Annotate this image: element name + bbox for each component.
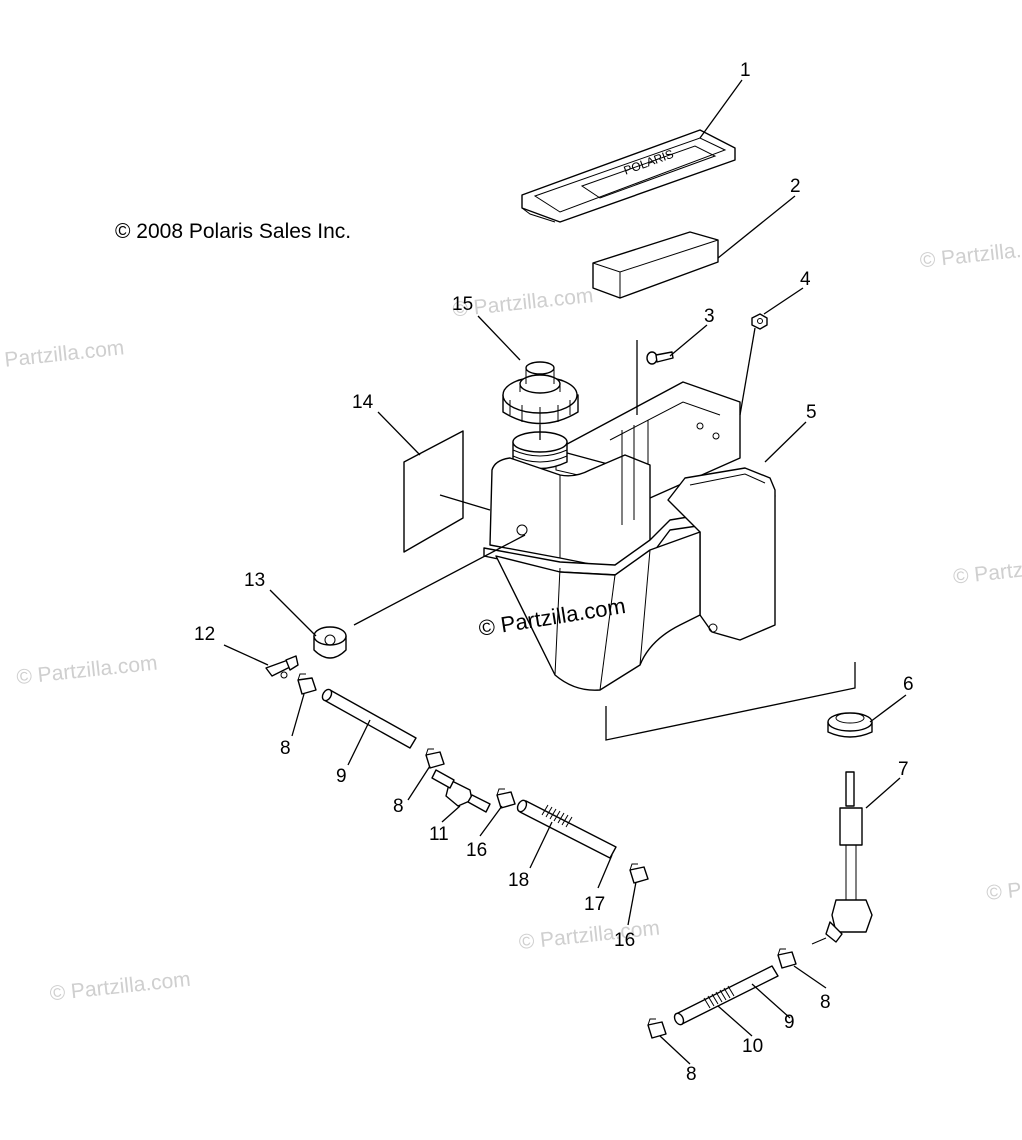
part-filler-cap (502, 361, 579, 426)
watermark: © Partzilla.com (952, 551, 1022, 589)
part-elbow-fitting (265, 655, 299, 679)
part-screw (646, 351, 674, 365)
part-hose (321, 688, 417, 749)
callout-13: 13 (244, 570, 265, 591)
callout-3: 3 (704, 306, 715, 327)
hose-clamp (496, 788, 516, 809)
copyright-text: © 2008 Polaris Sales Inc. (115, 220, 351, 243)
callout-9: 9 (336, 766, 347, 787)
callout-16: 16 (614, 930, 635, 951)
part-nut (751, 313, 768, 330)
callout-9: 9 (784, 1012, 795, 1033)
part-inline-valve (431, 769, 491, 813)
part-pickup-fitting (811, 771, 873, 945)
group-bracket-line (605, 662, 856, 741)
callout-2: 2 (790, 176, 801, 197)
leader-line (739, 327, 756, 416)
part-lid: POLARIS (521, 129, 736, 223)
callout-5: 5 (806, 402, 817, 423)
watermark: © Partzilla.com (985, 867, 1022, 905)
callout-7: 7 (898, 759, 909, 780)
callout-4: 4 (800, 269, 811, 290)
hose-clamp (629, 863, 649, 884)
hose-clamp (297, 673, 317, 695)
callout-16: 16 (466, 840, 487, 861)
callout-17: 17 (584, 894, 605, 915)
callout-15: 15 (452, 294, 473, 315)
callout-11: 11 (429, 824, 449, 845)
callout-1: 1 (740, 60, 751, 81)
callout-14: 14 (352, 392, 374, 413)
hose-clamp (425, 748, 445, 769)
callout-8: 8 (686, 1064, 697, 1085)
callouts: 1 2 3 4 5 6 7 8 9 8 11 16 18 17 16 8 9 1… (194, 60, 914, 1085)
part-reservoir-tank (483, 381, 776, 691)
leader-line (353, 534, 526, 626)
part-grommet (313, 626, 347, 659)
part-lower-hose (673, 965, 779, 1026)
watermark: © Partzilla.com (0, 336, 125, 374)
leader-lines (223, 79, 907, 1065)
part-hose-with-spring (516, 799, 617, 859)
hose-clamp (647, 1018, 667, 1039)
part-foam-block (592, 231, 719, 299)
watermark: © Partzilla.com (49, 968, 192, 1006)
watermark: © Partzilla.com (15, 652, 158, 690)
callout-8: 8 (280, 738, 291, 759)
watermark: © Partzilla.com (518, 916, 661, 954)
callout-10: 10 (742, 1036, 763, 1057)
callout-12: 12 (194, 624, 215, 645)
part-decal (403, 430, 464, 553)
part-grommet-right (827, 712, 873, 738)
callout-8: 8 (393, 796, 404, 817)
leader-line (439, 494, 491, 511)
callout-8: 8 (820, 992, 831, 1013)
callout-6: 6 (903, 674, 914, 695)
watermark: © Partzilla.com (919, 235, 1022, 273)
callout-18: 18 (508, 870, 529, 891)
hose-clamp (777, 948, 797, 969)
